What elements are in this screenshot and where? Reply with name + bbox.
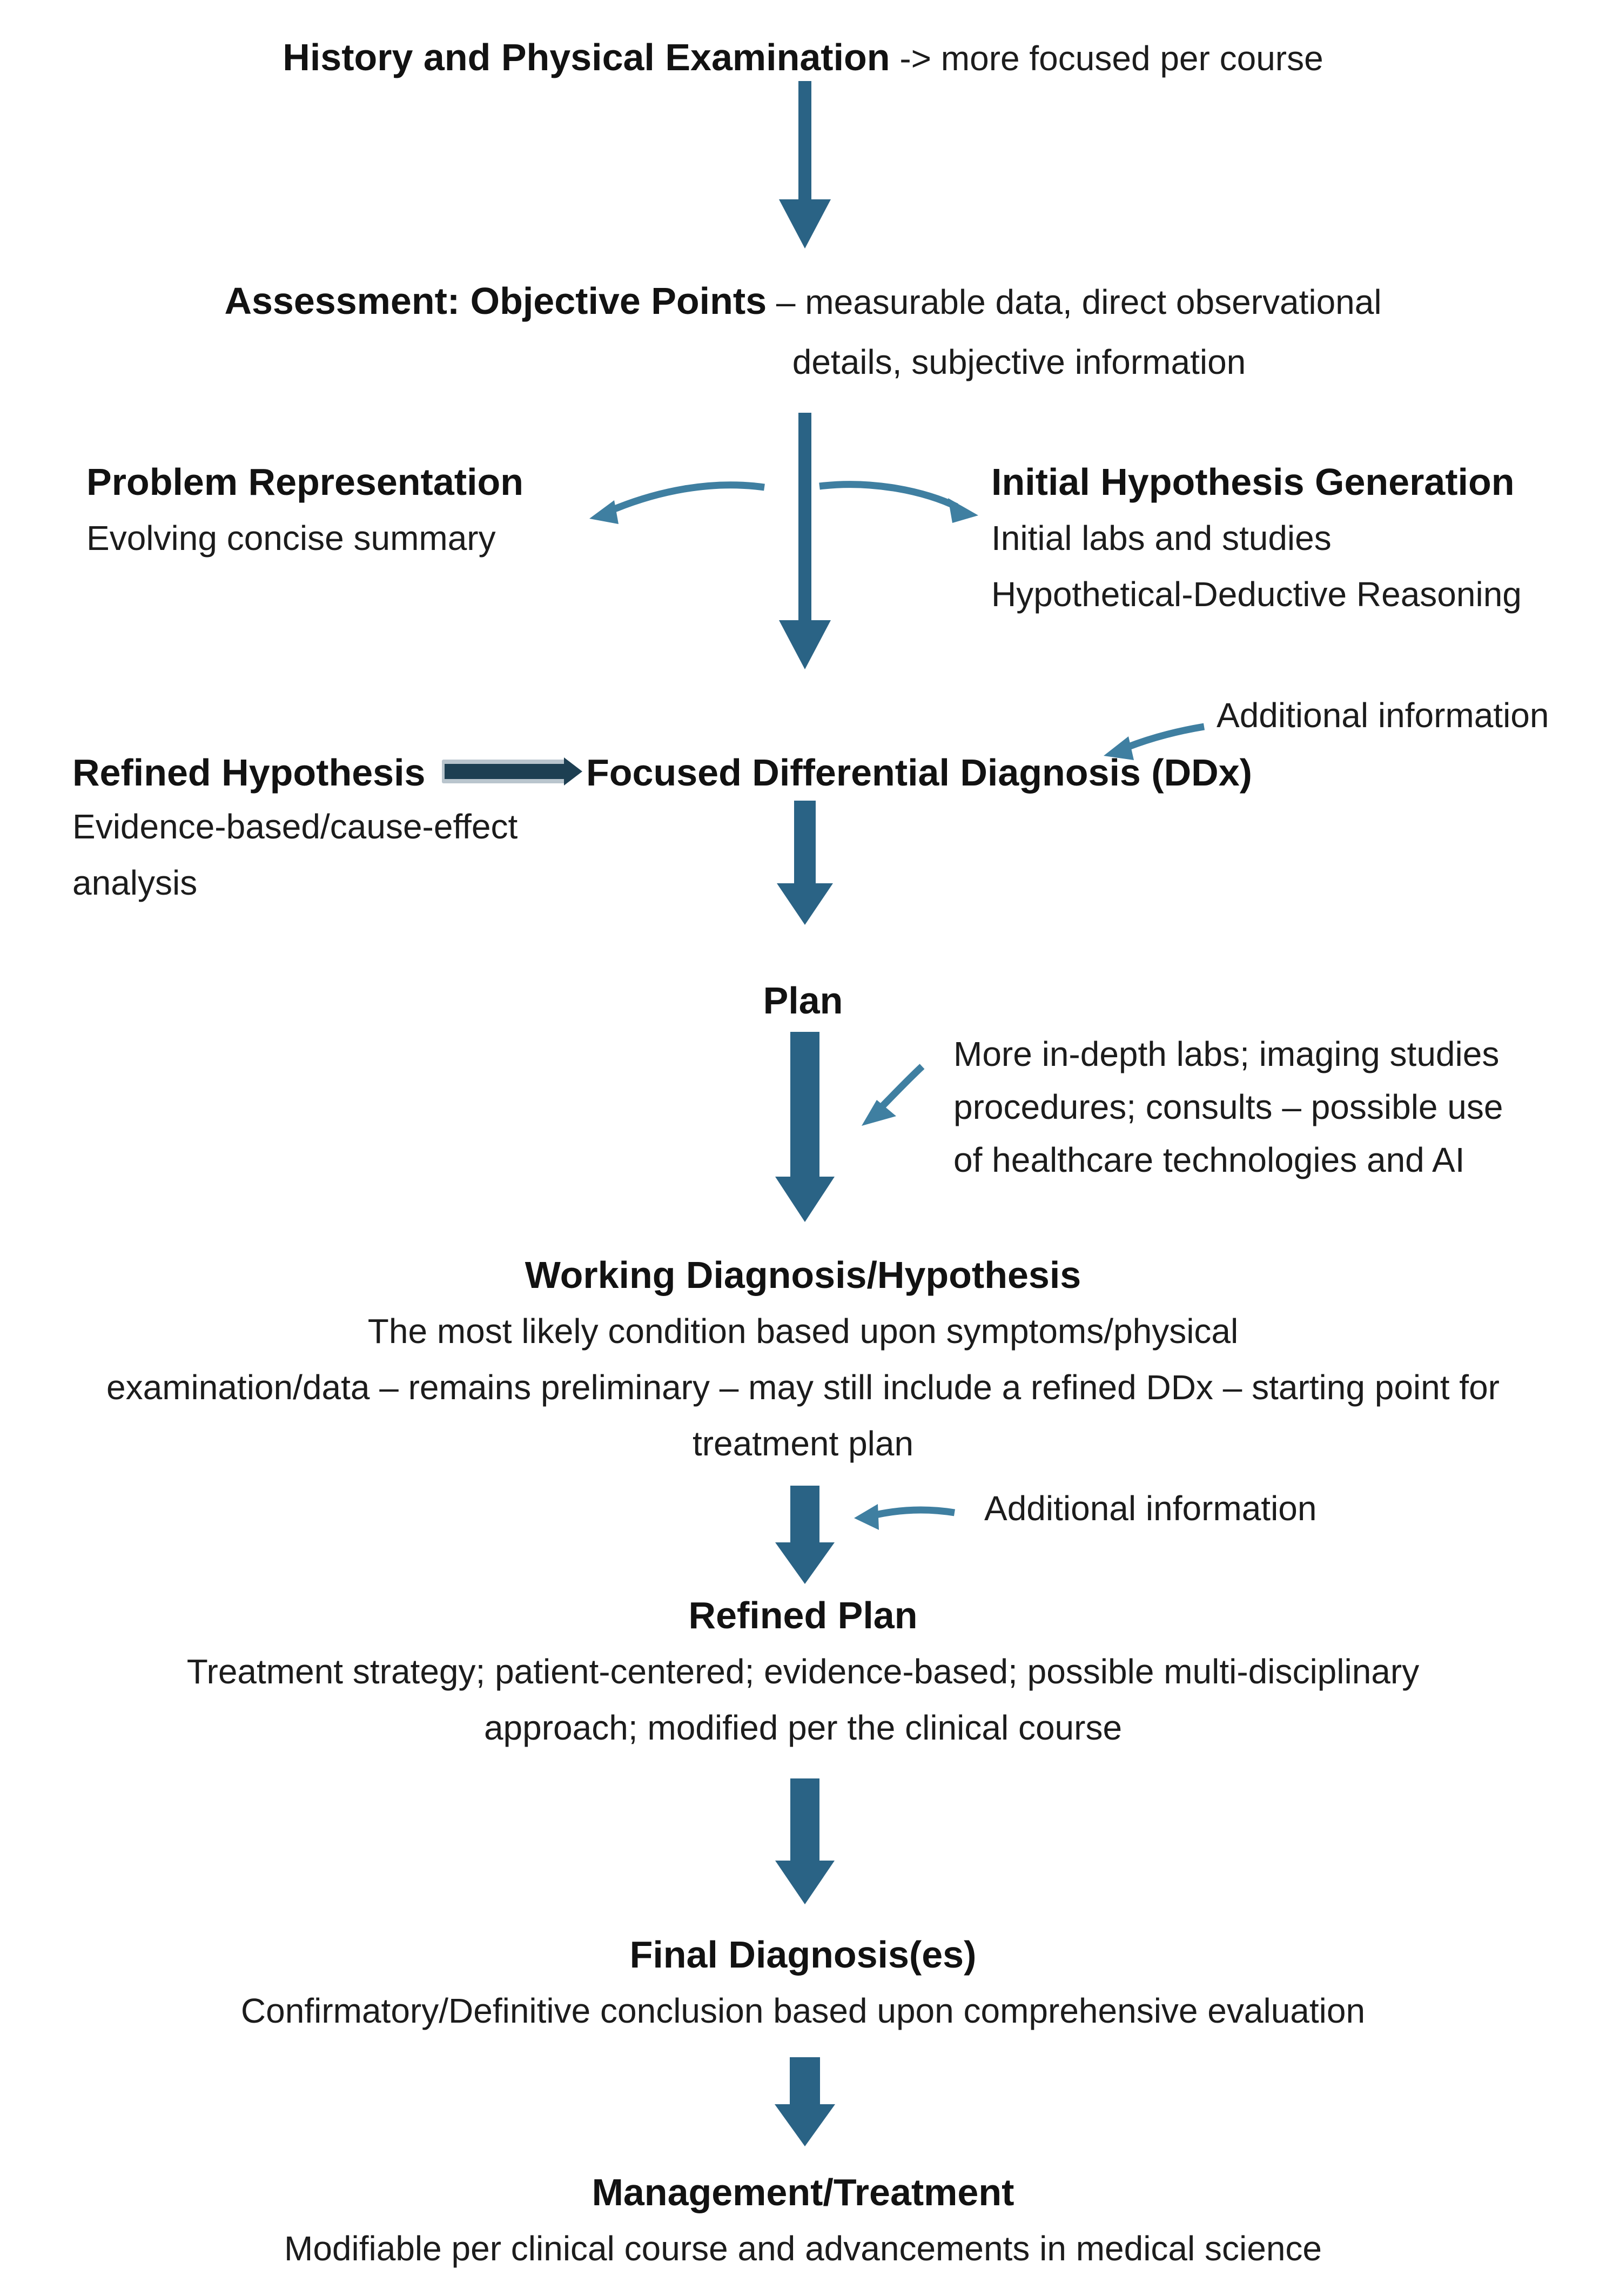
node-management: Management/Treatment Modifiable per clin… [0, 2164, 1606, 2277]
node-focused-ddx: Focused Differential Diagnosis (DDx) [586, 751, 1252, 794]
node-evidence-analysis: Evidence-based/cause-effect analysis [72, 798, 518, 911]
pointer-head [589, 500, 619, 524]
arrow-head [775, 1542, 835, 1584]
initial-sub1: Initial labs and studies [991, 519, 1332, 558]
arrow-history-to-assessment-icon [779, 81, 831, 249]
arrow-shaft [790, 2057, 820, 2104]
arrow-shaft [798, 413, 811, 620]
evidence-line1: Evidence-based/cause-effect [72, 807, 518, 846]
node-problem-representation: Problem Representation Evolving concise … [86, 454, 523, 566]
pointer-line [1126, 723, 1205, 751]
node-refined-plan: Refined Plan Treatment strategy; patient… [0, 1587, 1606, 1756]
pointer-arrow-plan-note-icon [862, 1064, 925, 1126]
working-line3: treatment plan [692, 1424, 914, 1463]
management-title: Management/Treatment [592, 2171, 1014, 2213]
problem-sub: Evolving concise summary [86, 519, 496, 558]
arrow-refined-plan-to-final-icon [775, 1778, 835, 1904]
note-plan-details: More in-depth labs; imaging studies proc… [953, 1028, 1503, 1186]
problem-title: Problem Representation [86, 461, 524, 503]
pointer-head [948, 498, 978, 523]
working-line2: examination/data – remains preliminary –… [106, 1368, 1500, 1407]
final-title: Final Diagnosis(es) [629, 1934, 977, 1976]
pointer-line [875, 1506, 956, 1519]
arrow-head [775, 1861, 835, 1904]
node-assessment-line2: details, subjective information [792, 343, 1246, 381]
arrow-shaft [790, 1032, 819, 1177]
arrow-shaft [790, 1486, 819, 1542]
node-final-diagnosis: Final Diagnosis(es) Confirmatory/Definit… [0, 1926, 1606, 2039]
refined-plan-line1: Treatment strategy; patient-centered; ev… [186, 1652, 1420, 1691]
initial-title: Initial Hypothesis Generation [991, 461, 1515, 503]
label-additional-information-1: Additional information [1217, 696, 1549, 735]
arrow-head [777, 883, 833, 925]
arrow-head [779, 620, 831, 669]
plan-note-line2: procedures; consults – possible use [953, 1087, 1503, 1126]
arrow-shaft [445, 764, 565, 779]
arrow-working-to-refined-plan-icon [775, 1486, 835, 1584]
pointer-arrow-right-icon [819, 481, 978, 523]
label-additional-information-2: Additional information [984, 1489, 1317, 1528]
arrow-plan-to-working-icon [775, 1032, 835, 1222]
arrow-shaft [790, 1778, 819, 1861]
management-line1: Modifiable per clinical course and advan… [284, 2229, 1322, 2268]
node-plan: Plan [763, 979, 843, 1022]
assessment-bold: Assessment: Objective Points [224, 280, 767, 322]
arrow-head [775, 1177, 835, 1222]
node-history-title: History and Physical Examination -> more… [0, 29, 1606, 86]
arrow-head [564, 757, 582, 786]
arrow-ddx-to-plan-icon [777, 801, 833, 925]
arrow-shaft [794, 801, 816, 883]
pointer-head [854, 1504, 879, 1530]
arrow-head [779, 199, 831, 249]
pointer-arrow-left-icon [589, 481, 765, 524]
plan-note-line3: of healthcare technologies and AI [953, 1140, 1465, 1179]
final-line1: Confirmatory/Definitive conclusion based… [240, 1991, 1366, 2030]
node-assessment-line1: Assessment: Objective Points – measurabl… [0, 273, 1606, 330]
arrow-assessment-to-ddx-icon [779, 413, 831, 669]
refined-plan-line2: approach; modified per the clinical cour… [483, 1708, 1123, 1747]
evidence-line2: analysis [72, 863, 198, 902]
initial-sub2: Hypothetical-Deductive Reasoning [991, 575, 1522, 614]
working-line1: The most likely condition based upon sym… [367, 1312, 1239, 1351]
pointer-arrow-additional-2-icon [854, 1504, 956, 1530]
node-working-diagnosis: Working Diagnosis/Hypothesis The most li… [0, 1247, 1606, 1472]
refined-plan-title: Refined Plan [688, 1594, 918, 1636]
pointer-head [1104, 736, 1134, 760]
arrow-head [775, 2104, 835, 2146]
pointer-arrow-additional-1-icon [1104, 723, 1205, 760]
pointer-head [862, 1100, 896, 1126]
arrow-shaft [798, 81, 811, 199]
pointer-line [876, 1064, 925, 1112]
history-title-bold: History and Physical Examination [283, 36, 890, 78]
pointer-line [610, 481, 765, 514]
pointer-line [819, 481, 958, 510]
history-title-rest: -> more focused per course [890, 39, 1323, 78]
arrow-final-to-management-icon [775, 2057, 835, 2146]
plan-note-line1: More in-depth labs; imaging studies [953, 1035, 1500, 1073]
assessment-rest: – measurable data, direct observational [767, 283, 1382, 321]
arrow-refined-to-ddx-icon [442, 757, 582, 786]
node-refined-hypothesis: Refined Hypothesis [72, 751, 426, 794]
working-title: Working Diagnosis/Hypothesis [525, 1254, 1081, 1296]
node-initial-hypothesis: Initial Hypothesis Generation Initial la… [991, 454, 1522, 622]
